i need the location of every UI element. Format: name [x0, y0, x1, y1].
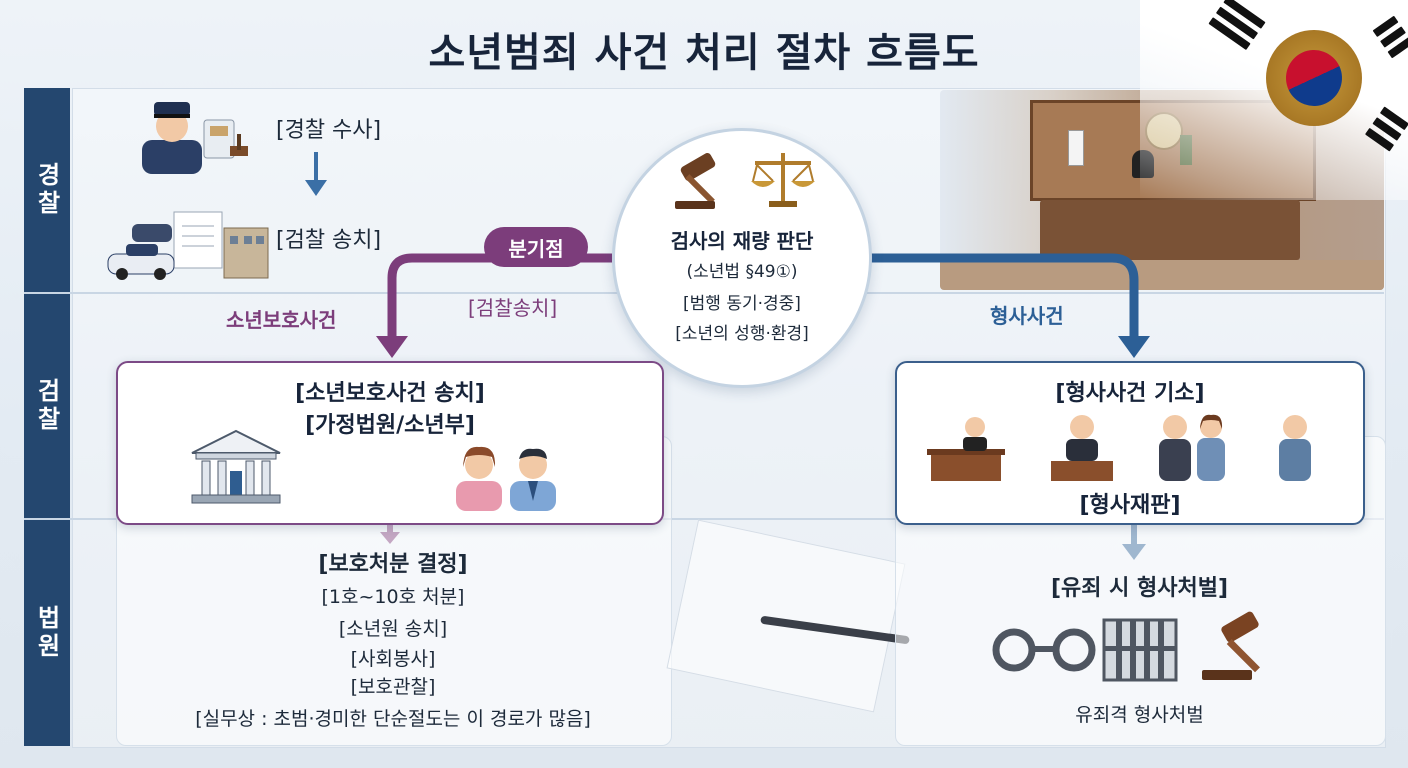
- page-title: 소년범죄 사건 처리 절차 흐름도: [428, 30, 980, 76]
- family-court-title: [가정법원/소년부]: [305, 413, 475, 438]
- criminal-indictment-box: [형사사건 기소] [형사재판]: [895, 361, 1365, 525]
- courtroom-participants-icon: [927, 414, 1311, 481]
- juvenile-referral-title: [소년보호사건 송치]: [295, 381, 485, 406]
- family-members-icon: [456, 446, 556, 511]
- prosecution-referral-sublabel: [검찰송치]: [468, 296, 558, 320]
- police-investigation-step: [경찰 수사]: [276, 118, 382, 143]
- list-item: [1호~10호 처분]: [321, 586, 465, 608]
- gavel-icon: [1202, 611, 1260, 680]
- prosecution-referral-step: [검찰 송치]: [276, 228, 382, 253]
- juvenile-protection-label: 소년보호사건: [226, 308, 337, 332]
- decision-criterion: [범행 동기·경중]: [683, 294, 801, 314]
- flow-arrow: [314, 152, 318, 184]
- disposition-list: [1호~10호 처분] [소년원 송치] [사회봉사] [보호관찰]: [116, 580, 670, 720]
- protective-disposition-title: [보호처분 결정]: [318, 552, 468, 577]
- lane-police: 경찰: [24, 88, 70, 292]
- juvenile-referral-box: [소년보호사건 송치] [가정법원/소년부]: [116, 361, 664, 525]
- decision-criterion: [소년의 성행·환경]: [675, 324, 809, 344]
- branch-point-badge: 분기점: [484, 227, 588, 267]
- criminal-punishment-title: [유죄 시 형사처벌]: [1050, 576, 1229, 601]
- police-officer-icon: [142, 102, 248, 174]
- lane-prosecution: 검찰: [24, 294, 70, 518]
- prison-bars-icon: [1102, 618, 1178, 682]
- handcuffs-icon: [992, 628, 1096, 672]
- courthouse-icon: [191, 429, 281, 504]
- lane-court: 법원: [24, 520, 70, 746]
- arrow-down-icon: [305, 180, 327, 196]
- criminal-case-label: 형사사건: [990, 304, 1064, 328]
- scales-icon: [751, 153, 815, 207]
- decision-legal-basis: (소년법 §49①): [686, 262, 798, 282]
- list-item: [소년원 송치]: [338, 618, 448, 640]
- criminal-trial-title: [형사재판]: [1079, 493, 1181, 518]
- practice-note: [실무상 : 초범·경미한 단순절도는 이 경로가 많음]: [195, 708, 591, 730]
- list-item: [사회봉사]: [350, 648, 436, 670]
- lane-divider: [24, 518, 1384, 520]
- list-item: [보호관찰]: [350, 676, 436, 698]
- punishment-caption: 유죄격 형사처벌: [1075, 704, 1204, 726]
- police-car-documents-icon: [107, 211, 269, 280]
- indictment-title: [형사사건 기소]: [1055, 381, 1205, 406]
- decision-title: 검사의 재량 판단: [670, 229, 814, 253]
- prosecutor-discretion-node: 검사의 재량 판단 (소년법 §49①) [범행 동기·경중] [소년의 성행·…: [612, 128, 872, 388]
- gavel-icon: [675, 153, 716, 209]
